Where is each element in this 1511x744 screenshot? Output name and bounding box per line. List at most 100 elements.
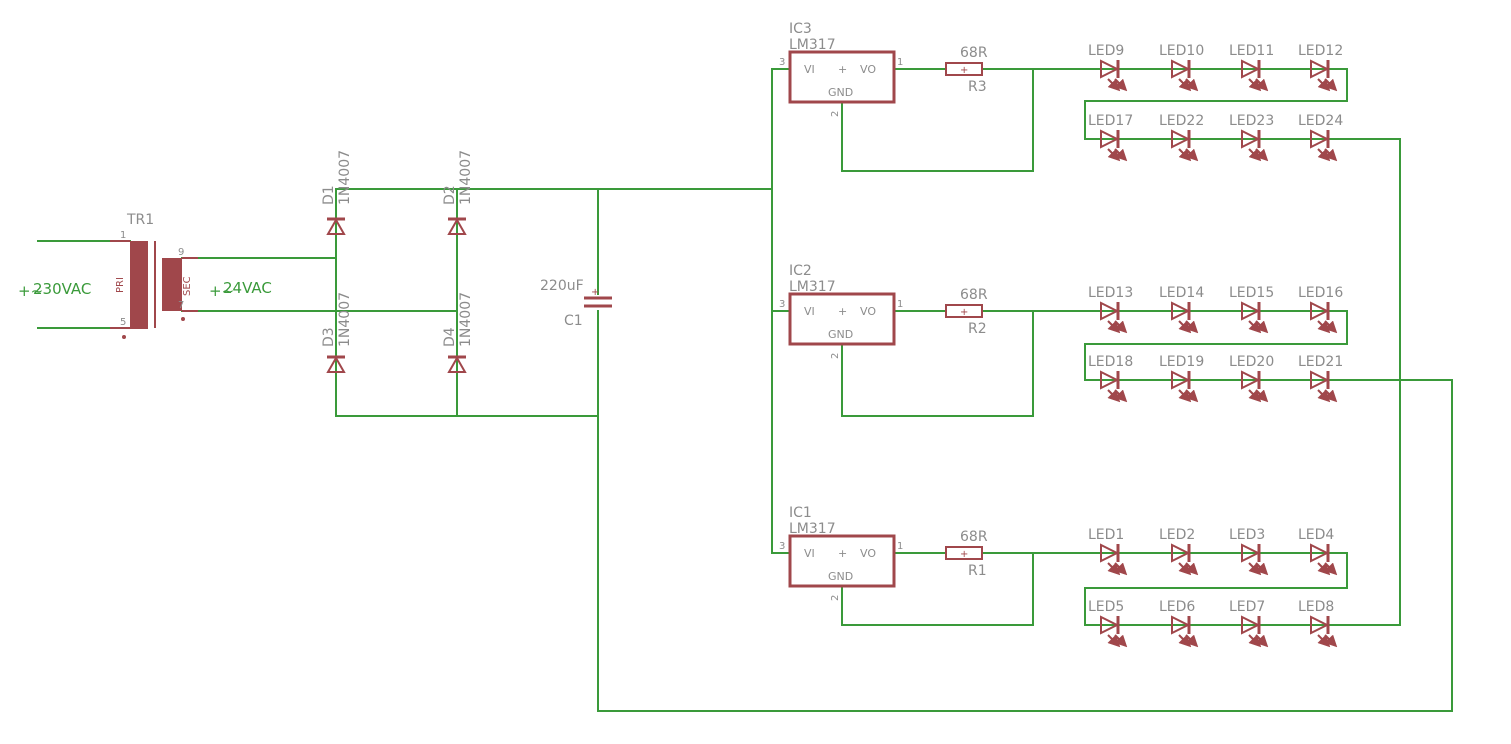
ac-symbol-primary: +~ (18, 282, 43, 300)
resistor-name: R1 (968, 563, 987, 579)
led-label: LED10 (1159, 43, 1204, 59)
led-led15: LED15 (1229, 285, 1274, 334)
capacitor-c1: + 220uF C1 (540, 278, 612, 329)
ic-pin-in: 3 (779, 541, 785, 552)
resistor-name: R2 (968, 321, 987, 337)
resistor-value: 68R (960, 45, 988, 61)
led-label: LED19 (1159, 354, 1204, 370)
led-label: LED17 (1088, 113, 1133, 129)
ic-value: LM317 (789, 521, 836, 537)
led-led20: LED20 (1229, 354, 1274, 403)
diode-value: 1N4007 (458, 292, 474, 347)
led-led10: LED10 (1159, 43, 1204, 92)
tr1-pri-label: PRI (115, 277, 126, 293)
led-led6: LED6 (1159, 599, 1199, 648)
ic-pin-out: 1 (897, 299, 903, 310)
diode-value: 1N4007 (458, 150, 474, 205)
led-label: LED5 (1088, 599, 1124, 615)
led-led4: LED4 (1298, 527, 1338, 576)
ic-gnd-label: GND (828, 570, 853, 583)
led-label: LED1 (1088, 527, 1124, 543)
led-led9: LED9 (1088, 43, 1128, 92)
led-led24: LED24 (1298, 113, 1343, 162)
led-label: LED3 (1229, 527, 1265, 543)
dot-primary (122, 335, 126, 339)
ic-pin-in: 3 (779, 57, 785, 68)
resistor-plus: + (960, 65, 968, 76)
led-label: LED13 (1088, 285, 1133, 301)
ic-pin-out: 1 (897, 57, 903, 68)
led-label: LED20 (1229, 354, 1274, 370)
diode-name: D4 (442, 327, 458, 347)
c1-value: 220uF (540, 278, 584, 294)
led-led23: LED23 (1229, 113, 1274, 162)
ac-symbol-secondary: +~ (209, 282, 234, 300)
led-label: LED23 (1229, 113, 1274, 129)
ic-pin-gnd: 2 (830, 111, 841, 117)
led-led7: LED7 (1229, 599, 1269, 648)
ic-pin-out: 1 (897, 541, 903, 552)
ic-vi-label: VI (804, 547, 815, 560)
diode-name: D3 (321, 327, 337, 347)
ic-pin-gnd: 2 (830, 353, 841, 359)
led-label: LED8 (1298, 599, 1334, 615)
led-led5: LED5 (1088, 599, 1128, 648)
led-led18: LED18 (1088, 354, 1133, 403)
led-label: LED21 (1298, 354, 1343, 370)
led-label: LED7 (1229, 599, 1265, 615)
led-label: LED18 (1088, 354, 1133, 370)
led-label: LED15 (1229, 285, 1274, 301)
ic-value: LM317 (789, 279, 836, 295)
resistor-plus: + (960, 549, 968, 560)
ic-plus-label: + (838, 305, 847, 318)
led-label: LED11 (1229, 43, 1274, 59)
diode-value: 1N4007 (337, 150, 353, 205)
tr1-pin1: 1 (120, 230, 126, 241)
led-label: LED16 (1298, 285, 1343, 301)
led-led14: LED14 (1159, 285, 1204, 334)
led-led1: LED1 (1088, 527, 1128, 576)
led-label: LED6 (1159, 599, 1195, 615)
primary-voltage: 230VAC (33, 280, 91, 298)
led-label: LED22 (1159, 113, 1204, 129)
led-led11: LED11 (1229, 43, 1274, 92)
ic-vo-label: VO (860, 547, 876, 560)
led-led16: LED16 (1298, 285, 1343, 334)
led-label: LED4 (1298, 527, 1334, 543)
ic-name: IC2 (789, 263, 812, 279)
tr1-name: TR1 (126, 212, 154, 228)
c1-name: C1 (564, 313, 583, 329)
ic-vi-label: VI (804, 305, 815, 318)
ic-value: LM317 (789, 37, 836, 53)
tr1-pin9: 9 (178, 247, 184, 258)
ic-pin-gnd: 2 (830, 595, 841, 601)
led-label: LED2 (1159, 527, 1195, 543)
led-led19: LED19 (1159, 354, 1204, 403)
ic-vo-label: VO (860, 63, 876, 76)
ic-plus-label: + (838, 63, 847, 76)
resistor-value: 68R (960, 529, 988, 545)
ic-pin-in: 3 (779, 299, 785, 310)
tr1-sec-label: SEC (182, 276, 193, 296)
resistor-plus: + (960, 307, 968, 318)
resistor-value: 68R (960, 287, 988, 303)
ic-vi-label: VI (804, 63, 815, 76)
led-led8: LED8 (1298, 599, 1338, 648)
led-led21: LED21 (1298, 354, 1343, 403)
secondary-voltage: 24VAC (223, 279, 272, 297)
transformer-tr1: TR1 PRI SEC 1 5 9 7 +~ 230VAC +~ 24VAC (18, 212, 272, 339)
led-led2: LED2 (1159, 527, 1199, 576)
tr1-pin7: 7 (178, 300, 184, 311)
led-label: LED12 (1298, 43, 1343, 59)
